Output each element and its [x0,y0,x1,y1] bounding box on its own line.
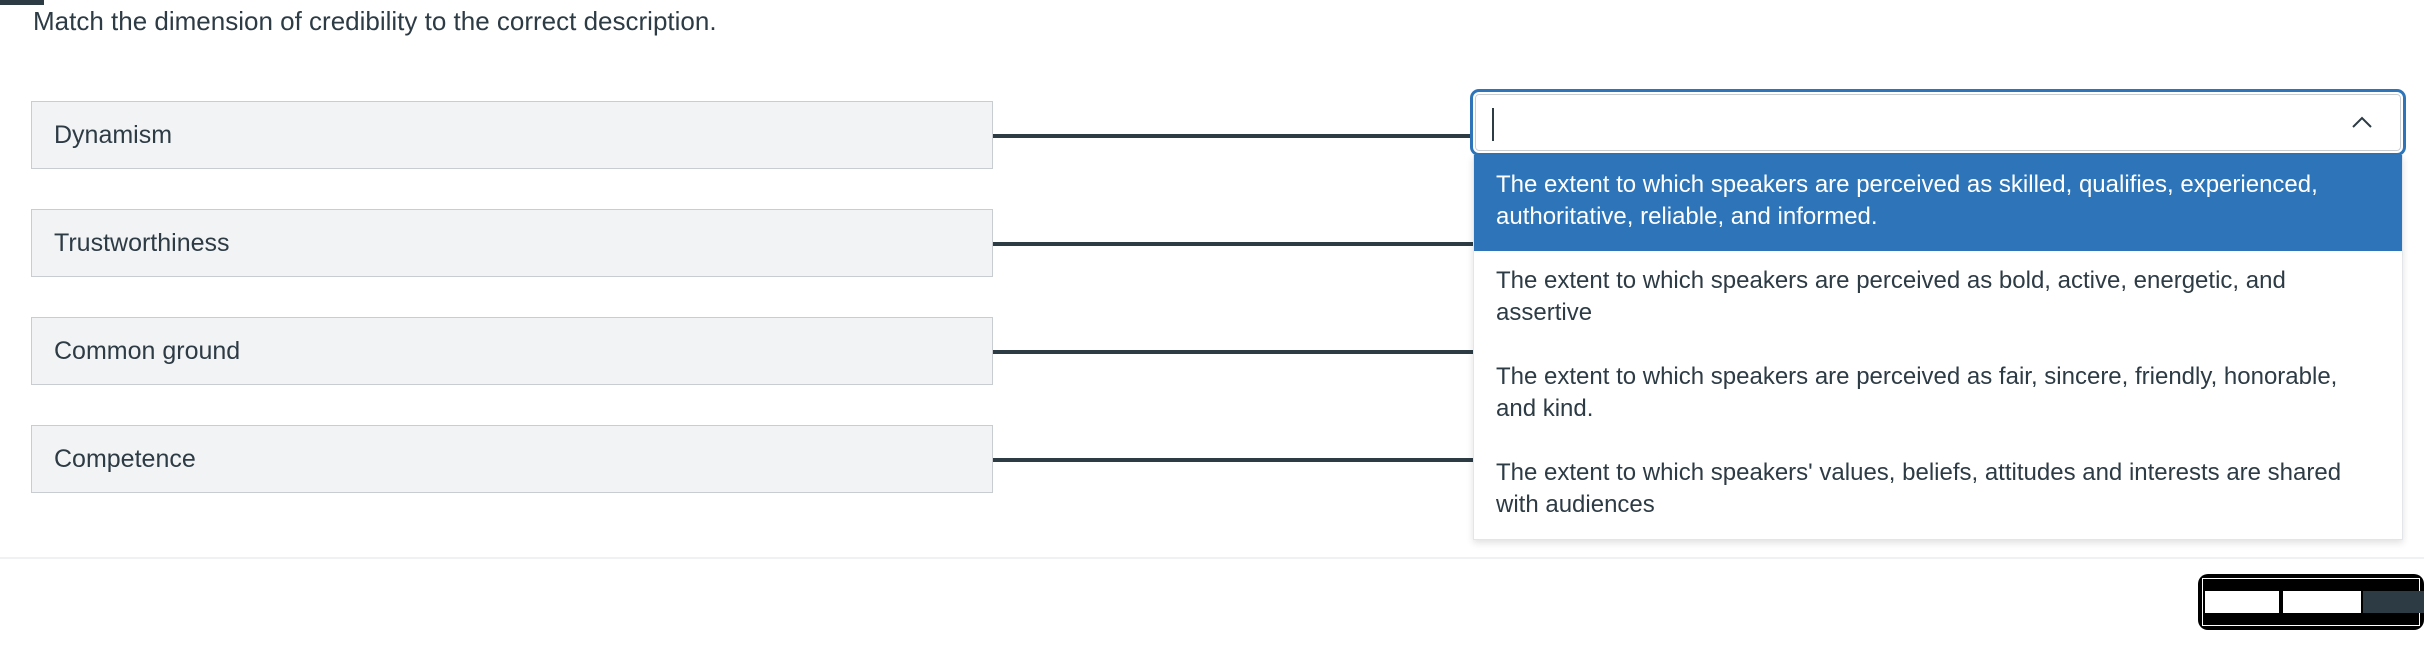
corner-cell [2283,591,2361,613]
answer-combobox[interactable] [1473,92,2403,153]
text-cursor [1492,108,1494,141]
combobox-options-list[interactable]: The extent to which speakers are perceiv… [1473,155,2403,540]
corner-cell [2205,591,2279,613]
term-box[interactable]: Common ground [31,317,993,385]
corner-widget-frame [2202,578,2424,626]
connector-line [993,350,1476,354]
section-divider [0,557,2424,559]
option-item[interactable]: The extent to which speakers are perceiv… [1496,267,2286,326]
top-accent-bar [0,0,44,5]
corner-cell [2363,591,2424,613]
combobox-input[interactable] [1491,105,2331,143]
left-terms-column: Dynamism Trustworthiness Common ground C… [31,101,993,493]
connector-line [993,458,1476,462]
term-box[interactable]: Dynamism [31,101,993,169]
corner-overlay-widget[interactable] [2198,574,2424,630]
term-label: Trustworthiness [54,228,230,257]
option-item[interactable]: The extent to which speakers are perceiv… [1496,363,2338,422]
term-label: Dynamism [54,120,173,149]
term-label: Common ground [54,336,241,365]
option-item[interactable]: The extent to which speakers are perceiv… [1474,155,2402,251]
connector-line [993,134,1476,138]
term-box[interactable]: Competence [31,425,993,493]
connector-line [993,242,1476,246]
question-prompt: Match the dimension of credibility to th… [33,6,717,36]
term-box[interactable]: Trustworthiness [31,209,993,277]
chevron-up-icon[interactable] [2347,108,2377,138]
combobox-shell[interactable] [1473,92,2403,153]
option-item[interactable]: The extent to which speakers' values, be… [1496,459,2342,518]
term-label: Competence [54,444,196,473]
